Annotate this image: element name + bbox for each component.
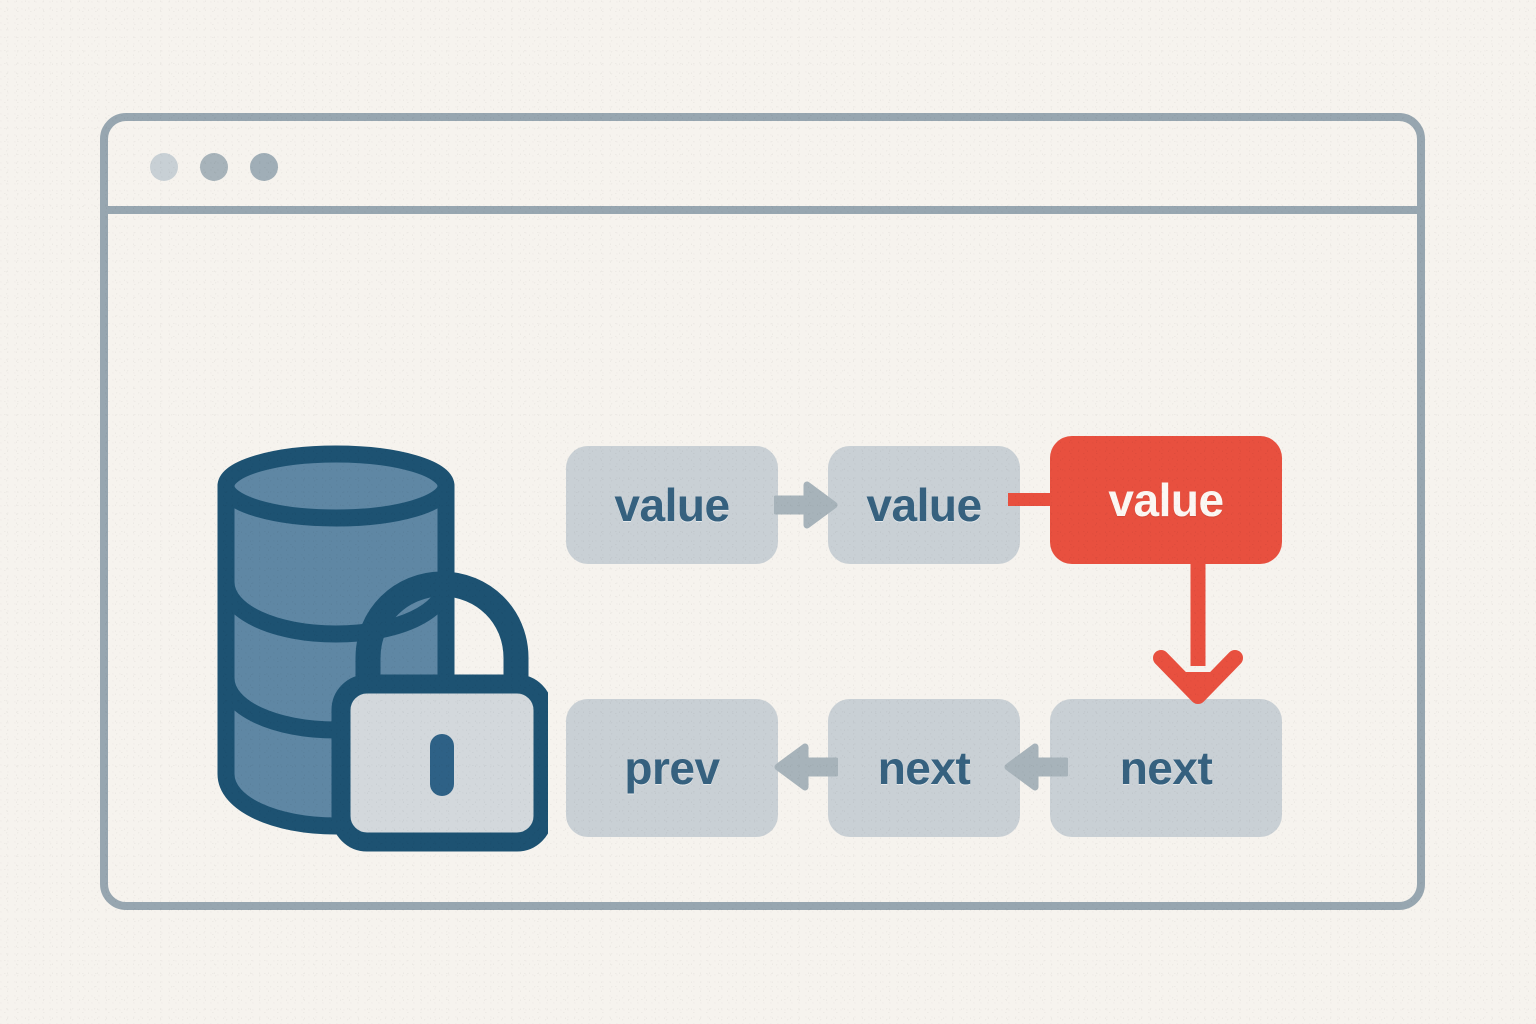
padlock-icon <box>331 571 553 852</box>
connector-red-value2-to-value3 <box>1008 493 1068 506</box>
node-value-2[interactable]: value <box>828 446 1020 564</box>
node-next-1[interactable]: next <box>1050 699 1282 837</box>
node-value-3-highlighted[interactable]: value <box>1050 436 1282 564</box>
minimize-dot[interactable] <box>200 153 228 181</box>
window-titlebar <box>108 121 1417 214</box>
arrow-left-icon-next2-to-prev <box>774 743 838 791</box>
maximize-dot[interactable] <box>250 153 278 181</box>
window-controls <box>150 153 278 181</box>
node-value-1[interactable]: value <box>566 446 778 564</box>
arrow-down-icon-value3-to-next1 <box>1153 554 1243 704</box>
close-dot[interactable] <box>150 153 178 181</box>
node-next-2[interactable]: next <box>828 699 1020 837</box>
diagram-canvas: value value value prev next next <box>108 214 1417 902</box>
arrow-right-icon-value1-to-value2 <box>774 481 838 529</box>
database-lock-icon <box>208 444 553 854</box>
browser-window: value value value prev next next <box>100 113 1425 910</box>
node-prev[interactable]: prev <box>566 699 778 837</box>
arrow-left-icon-next1-to-next2 <box>1004 743 1068 791</box>
